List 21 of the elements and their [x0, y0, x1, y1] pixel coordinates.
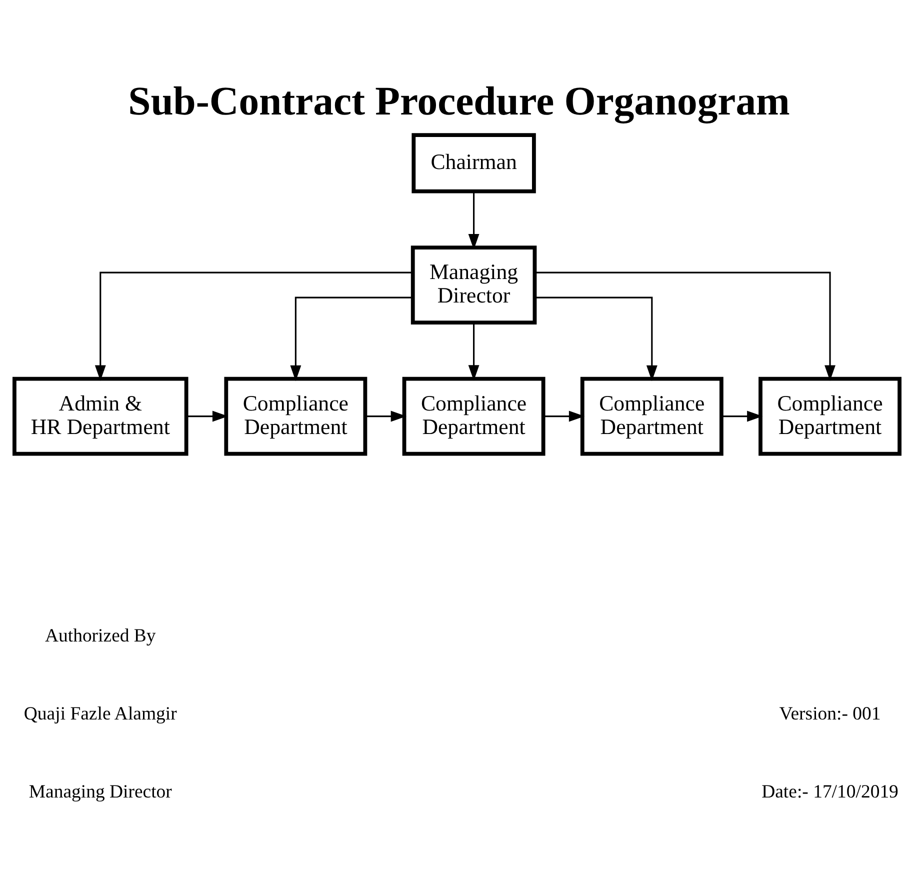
node-box: Admin & HR Department — [12, 376, 188, 456]
arrow — [94, 272, 413, 381]
arrow — [535, 272, 836, 381]
node-box: Compliance Department — [758, 376, 902, 456]
arrow — [366, 410, 406, 422]
arrow — [544, 410, 585, 422]
label: Quaji Fazle Alamgir — [24, 704, 177, 725]
node-box: Compliance Department — [580, 376, 724, 456]
node-box: Chairman — [412, 133, 536, 194]
arrow — [468, 323, 480, 381]
node-box: Managing Director — [410, 246, 537, 324]
arrow — [722, 410, 763, 422]
label: Version:- 001 — [779, 704, 881, 725]
diagram-title: Sub-Contract Procedure Organogram — [128, 78, 790, 124]
arrow — [535, 296, 658, 382]
label: Date:- 17/10/2019 — [762, 782, 898, 803]
arrow — [290, 296, 412, 382]
node-box: Compliance Department — [224, 376, 368, 456]
node-box: Compliance Department — [402, 376, 546, 456]
label: Authorized By — [44, 625, 156, 646]
label: Managing Director — [28, 782, 172, 803]
